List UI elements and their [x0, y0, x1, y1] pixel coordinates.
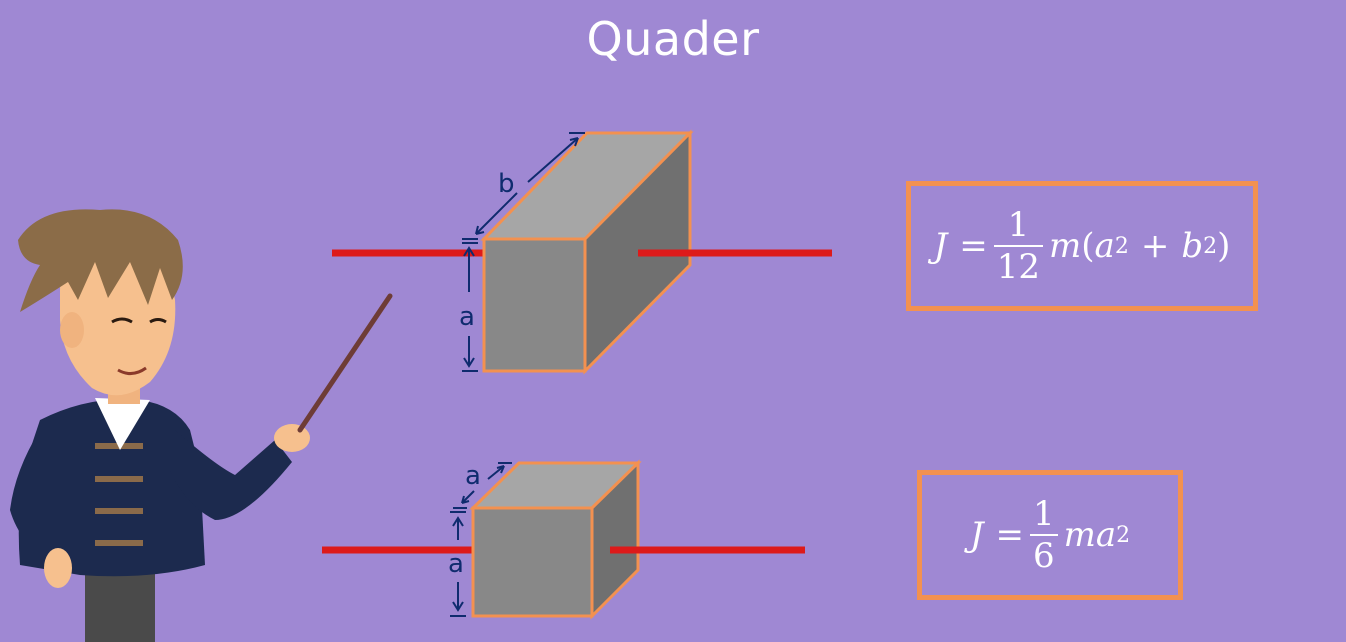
formula-var-a: a [1095, 515, 1117, 555]
dimension-a-depth [453, 462, 512, 509]
formula-fraction: 1 12 [993, 205, 1044, 287]
formula-exp-b: 2 [1203, 233, 1218, 259]
dimension-a-top-label: a [459, 302, 475, 332]
dimension-b-label: b [498, 169, 515, 199]
formula-numerator: 1 [1032, 494, 1055, 534]
formula-numerator: 1 [1007, 205, 1030, 245]
formula-var-a: a [1094, 226, 1115, 266]
formula-denominator: 6 [1029, 534, 1058, 576]
dimension-a-top [462, 242, 478, 372]
formula-plus: + [1140, 226, 1170, 266]
top-cuboid-diagram: b a [332, 129, 832, 375]
formula-exp-a: 2 [1116, 522, 1131, 548]
dimension-a-bottom-label: a [448, 549, 464, 579]
bottom-cube-diagram: a a [322, 459, 805, 620]
formula-close-paren: ) [1217, 226, 1231, 266]
dimension-a-depth-label: a [465, 461, 481, 491]
formula-open-paren: ( [1081, 226, 1095, 266]
formula-equals: = [959, 226, 988, 266]
page-title: Quader [586, 12, 760, 66]
formula-var-b: b [1181, 226, 1204, 266]
formula-mass: m [1063, 515, 1096, 555]
formula-mass: m [1049, 226, 1082, 266]
formula-equals: = [995, 515, 1024, 555]
top-cuboid-front-face [482, 237, 587, 373]
dimension-b [462, 132, 585, 240]
formula-denominator: 12 [993, 245, 1044, 287]
formula-exp-a: 2 [1114, 233, 1129, 259]
formula-lhs: J [933, 226, 948, 266]
dimension-a-bottom [450, 511, 466, 617]
teacher-character [10, 209, 393, 642]
formula-lhs: J [969, 515, 984, 555]
formula-fraction: 1 6 [1029, 494, 1058, 576]
bottom-cube-front-face [471, 506, 594, 618]
